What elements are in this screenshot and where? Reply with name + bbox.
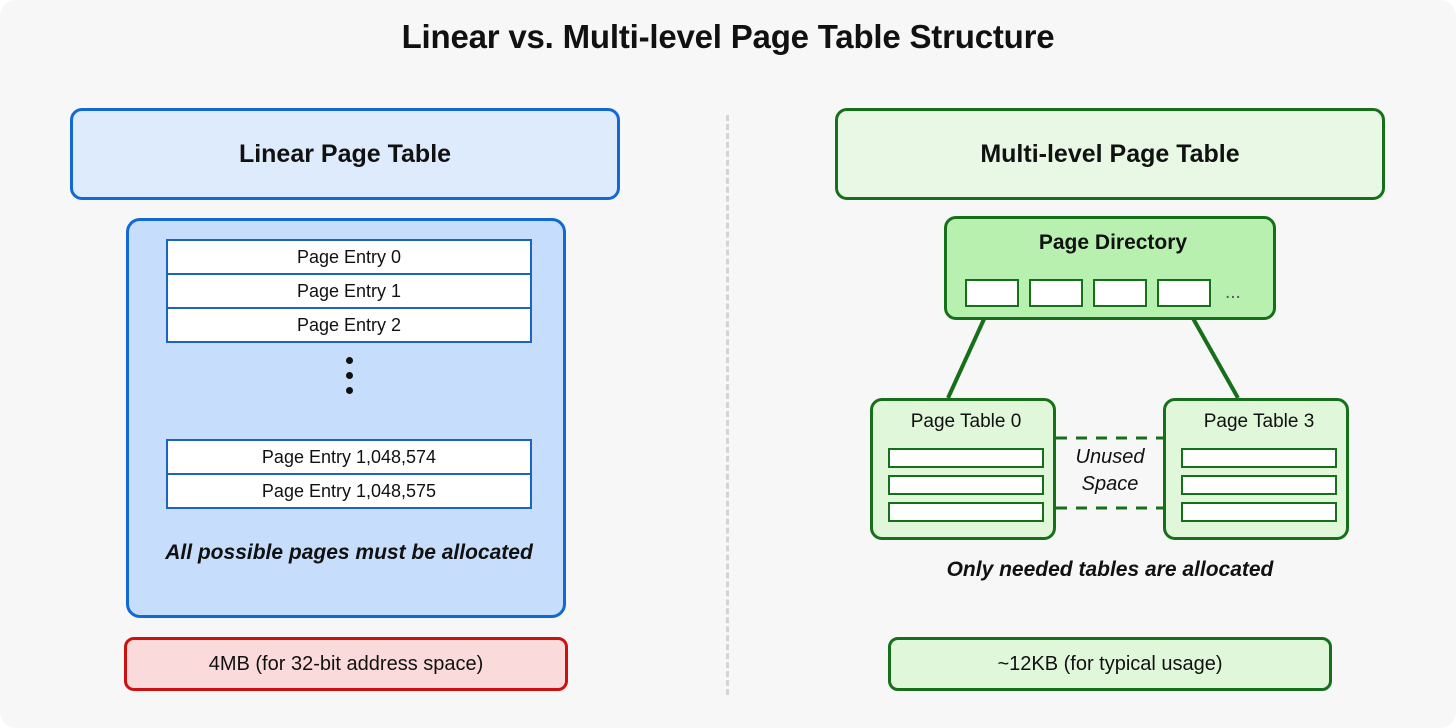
- page-table-slot[interactable]: [1181, 502, 1337, 522]
- linear-size-badge: 4MB (for 32-bit address space): [124, 637, 568, 691]
- page-entry-group-bottom: Page Entry 1,048,574 Page Entry 1,048,57…: [166, 439, 532, 509]
- ellipsis-dot: [345, 357, 353, 364]
- page-table-slot[interactable]: [888, 448, 1044, 468]
- unused-space-line-1: Unused: [1075, 446, 1145, 468]
- page-table-title: Page Table 0: [910, 411, 1022, 432]
- page-table-slots: [1181, 448, 1337, 522]
- directory-slot[interactable]: [1029, 279, 1083, 307]
- unused-space-line-2: Space: [1081, 473, 1139, 495]
- page-table-slot[interactable]: [888, 475, 1044, 495]
- multi-level-page-table-header: Multi-level Page Table: [835, 108, 1385, 200]
- directory-slot[interactable]: [965, 279, 1019, 307]
- unused-space-label: Unused Space: [1056, 444, 1164, 498]
- page-entry-row: Page Entry 1,048,574: [166, 439, 532, 475]
- multi-level-size-badge: ~12KB (for typical usage): [888, 637, 1332, 691]
- page-table-slot[interactable]: [888, 502, 1044, 522]
- page-entry-row: Page Entry 1: [166, 273, 532, 309]
- page-table-slots: [888, 448, 1044, 522]
- page-entry-row: Page Entry 2: [166, 307, 532, 343]
- page-table-slot[interactable]: [1181, 448, 1337, 468]
- vertical-dashed-divider-icon: [726, 115, 729, 695]
- linear-page-table-header: Linear Page Table: [70, 108, 620, 200]
- ellipsis-dot: [345, 387, 353, 394]
- page-table-slot[interactable]: [1181, 475, 1337, 495]
- page-entry-row: Page Entry 0: [166, 239, 532, 275]
- directory-ellipsis-label: ...: [1225, 282, 1241, 303]
- vertical-ellipsis-icon: [129, 357, 569, 394]
- directory-slot[interactable]: [1093, 279, 1147, 307]
- page-table-title: Page Table 3: [1203, 411, 1315, 432]
- ellipsis-dot: [345, 372, 353, 379]
- page-table-0-box: Page Table 0: [870, 398, 1056, 540]
- linear-caption: All possible pages must be allocated: [165, 541, 533, 564]
- page-entry-row: Page Entry 1,048,575: [166, 473, 532, 509]
- page-table-3-box: Page Table 3: [1163, 398, 1349, 540]
- page-title: Linear vs. Multi-level Page Table Struct…: [401, 18, 1055, 55]
- page-directory-slots: ...: [965, 279, 1241, 307]
- linear-page-table-body: Page Entry 0 Page Entry 1 Page Entry 2 P…: [126, 218, 566, 618]
- page-entry-group-top: Page Entry 0 Page Entry 1 Page Entry 2: [166, 239, 532, 343]
- directory-slot[interactable]: [1157, 279, 1211, 307]
- page-directory-title: Page Directory: [1038, 231, 1188, 254]
- multi-level-caption: Only needed tables are allocated: [946, 558, 1274, 581]
- page-directory-box: Page Directory ...: [944, 216, 1276, 320]
